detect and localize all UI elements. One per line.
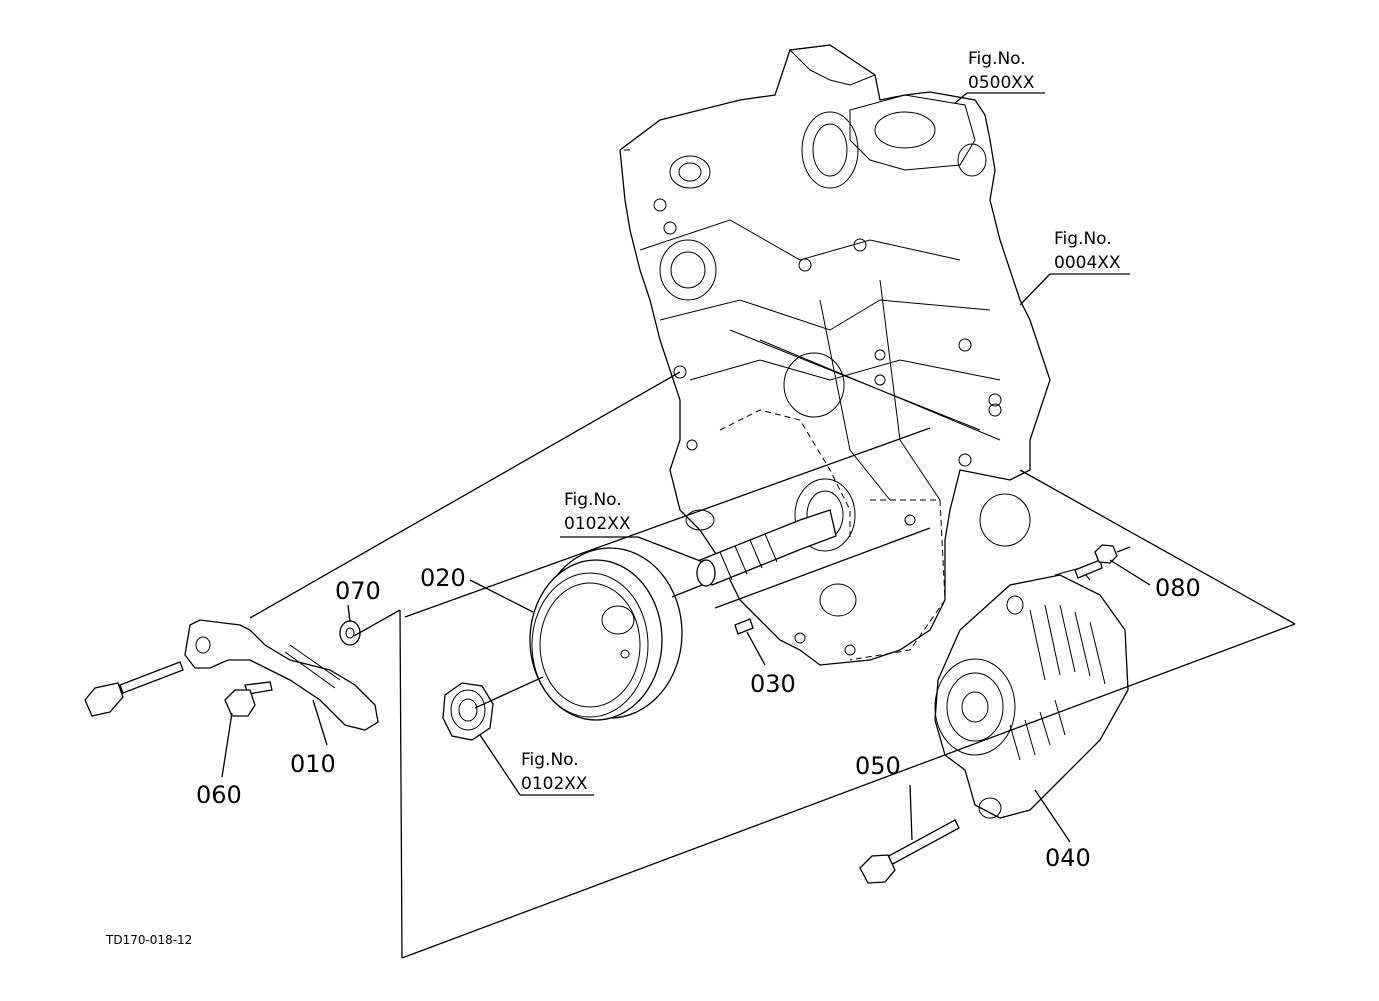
fig-ref-title: Fig.No. — [521, 750, 579, 770]
part-label-020: 020 — [420, 564, 466, 592]
fig-ref-number: 0102XX — [521, 774, 588, 794]
fig-ref-0500xx: Fig.No. 0500XX — [968, 49, 1035, 93]
part-label-060: 060 — [196, 781, 242, 809]
fig-ref-0004xx: Fig.No. 0004XX — [1054, 229, 1121, 273]
fig-ref-number: 0102XX — [564, 514, 631, 534]
fig-ref-title: Fig.No. — [968, 49, 1026, 69]
fig-ref-0102xx-upper: Fig.No. 0102XX — [564, 490, 631, 534]
engine-block-drawing — [619, 44, 1051, 666]
diagram-code: TD170-018-12 — [105, 933, 192, 947]
leader-lines — [221, 92, 1296, 959]
part-label-040: 040 — [1045, 844, 1091, 872]
alternator-drawing — [859, 544, 1129, 884]
part-label-010: 010 — [290, 750, 336, 778]
fig-ref-title: Fig.No. — [1054, 229, 1112, 249]
fig-ref-0102xx-lower: Fig.No. 0102XX — [521, 750, 588, 794]
crank-nut-drawing — [442, 682, 494, 741]
part-label-080: 080 — [1155, 574, 1201, 602]
part-label-070: 070 — [335, 577, 381, 605]
fig-ref-number: 0004XX — [1054, 253, 1121, 273]
part-label-050: 050 — [855, 752, 901, 780]
fig-ref-number: 0500XX — [968, 73, 1035, 93]
fig-ref-title: Fig.No. — [564, 490, 622, 510]
pulley-drawing — [529, 547, 683, 721]
bracket-drawing — [84, 619, 379, 731]
part-label-030: 030 — [750, 670, 796, 698]
